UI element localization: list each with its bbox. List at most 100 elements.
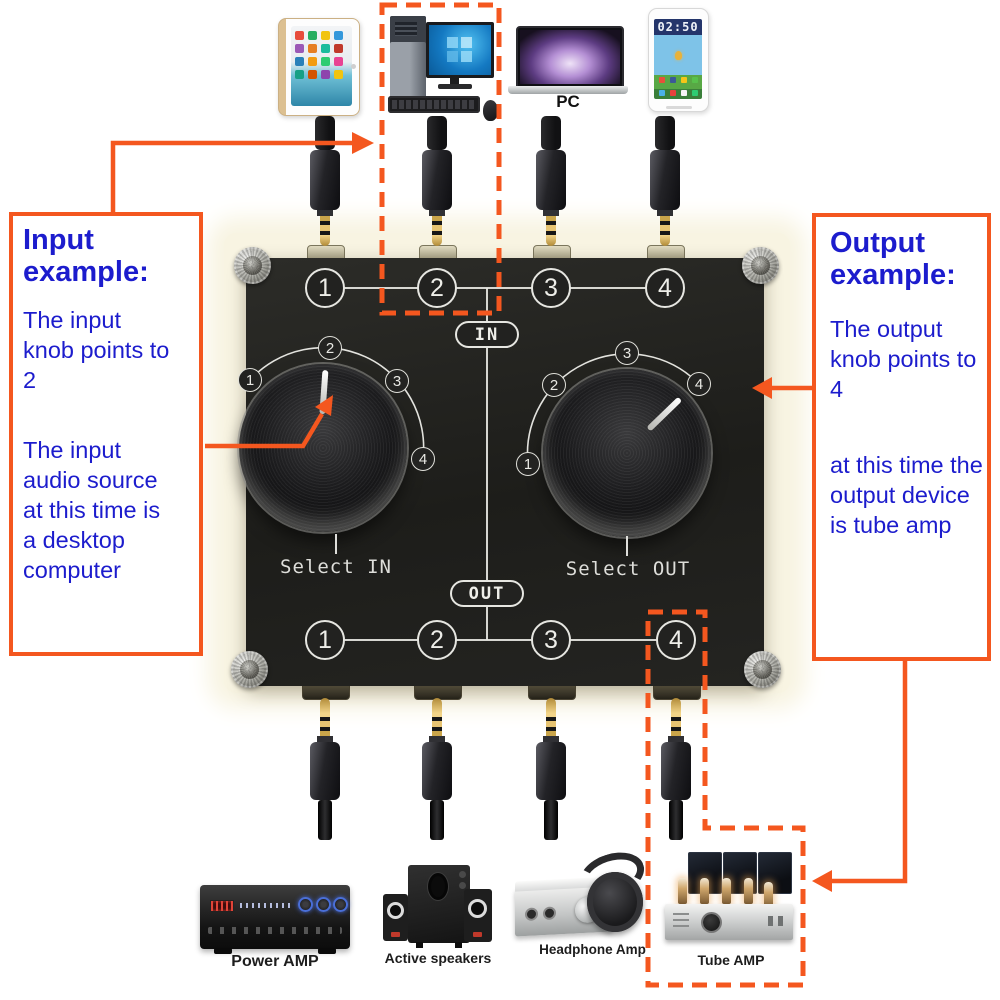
smartphone-image: 02:50 xyxy=(648,8,709,112)
select-out-label: Select OUT xyxy=(565,558,691,580)
active-speakers-label: Active speakers xyxy=(384,950,492,966)
jack-plug-neck xyxy=(317,210,333,216)
jack-plug-neck xyxy=(543,736,559,742)
vacuum-tube xyxy=(678,878,687,904)
active-speakers-image xyxy=(383,862,493,948)
jack-plug-neck xyxy=(657,210,673,216)
vacuum-tube xyxy=(744,878,753,904)
tube-amp-front-text xyxy=(673,913,689,927)
desktop-computer-image xyxy=(388,12,500,121)
jack-plug-boot xyxy=(655,116,675,150)
power-amp-image xyxy=(200,885,350,954)
tube-amp-switches xyxy=(778,916,783,926)
tablet-image xyxy=(278,18,360,116)
smartphone-clock: 02:50 xyxy=(657,20,699,34)
in-knob-pos-3: 3 xyxy=(385,369,409,393)
output-jack-plug-2 xyxy=(422,698,452,840)
headphone-amp-label: Headphone Amp xyxy=(539,942,646,957)
subwoofer-knobs xyxy=(459,871,466,878)
power-amp-foot xyxy=(318,948,336,954)
smartphone-wallpaper-balloon xyxy=(675,51,682,60)
out-pill-label: OUT xyxy=(450,580,524,607)
output-example-title: Output example: xyxy=(830,227,956,292)
smartphone-home-bar xyxy=(666,106,692,109)
jack-plug-tip xyxy=(320,698,330,736)
center-line xyxy=(486,288,488,640)
desktop-monitor xyxy=(426,22,494,78)
input-example-note: Input example: The input knob points to … xyxy=(9,212,203,656)
jack-plug-cable xyxy=(544,800,558,840)
corner-nut-bottom-right xyxy=(744,651,781,688)
select-in-tick xyxy=(335,534,337,554)
jack-plug-cable xyxy=(669,800,683,840)
power-amp-buttons xyxy=(208,927,342,934)
out-port-3: 3 xyxy=(531,620,571,660)
desktop-tower xyxy=(390,16,426,100)
jack-plug-cable xyxy=(318,800,332,840)
jack-plug-tip xyxy=(546,698,556,736)
vacuum-tube xyxy=(722,878,731,904)
headphone-jack-hole xyxy=(545,908,554,918)
input-example-title: Input example: xyxy=(23,224,149,289)
select-out-knob xyxy=(543,369,711,537)
jack-plug-body xyxy=(310,742,340,800)
power-amp-display xyxy=(210,900,234,912)
subwoofer-leg xyxy=(416,942,423,948)
output-jack-plug-1 xyxy=(310,698,340,840)
desktop-mouse xyxy=(483,100,498,121)
power-amp-knob-2 xyxy=(316,897,331,912)
arrow-output-note-to-tube-amp xyxy=(830,661,908,884)
in-knob-pos-2: 2 xyxy=(318,336,342,360)
corner-nut-bottom-left xyxy=(231,651,268,688)
power-amp-label: Power AMP xyxy=(231,953,319,970)
tube-amp-image xyxy=(660,852,800,952)
headphone-jack-hole xyxy=(527,909,536,919)
jack-plug-neck xyxy=(317,736,333,742)
smartphone-app-icons xyxy=(659,77,665,83)
speaker-badge xyxy=(473,932,482,937)
jack-plug-tip xyxy=(320,216,330,246)
output-example-para1: The output knob points to 4 xyxy=(830,315,977,403)
tube-amp-knob xyxy=(703,914,720,931)
tube-amp-label: Tube AMP xyxy=(697,952,765,968)
out-ports-line xyxy=(325,639,676,641)
laptop-base xyxy=(508,86,628,94)
select-in-knob xyxy=(239,364,407,532)
jack-plug-body xyxy=(422,742,452,800)
jack-plug-tip xyxy=(432,698,442,736)
laptop-image xyxy=(508,26,628,106)
input-jack-plug-3 xyxy=(536,116,566,246)
speaker-driver xyxy=(468,899,487,918)
out-port-1: 1 xyxy=(305,620,345,660)
satellite-speaker-left xyxy=(383,894,408,941)
power-amp-knob-3 xyxy=(333,897,348,912)
out-knob-pos-3: 3 xyxy=(615,341,639,365)
input-jack-plug-2 xyxy=(422,116,452,246)
jack-plug-body xyxy=(536,742,566,800)
select-in-label: Select IN xyxy=(280,556,392,578)
jack-plug-tip xyxy=(432,216,442,246)
headphone-amp-image xyxy=(515,844,650,944)
speaker-driver xyxy=(387,902,404,919)
satellite-speaker-right xyxy=(464,889,492,942)
in-knob-pos-1: 1 xyxy=(238,368,262,392)
jack-plug-boot xyxy=(541,116,561,150)
corner-nut-top-left xyxy=(234,247,271,284)
in-knob-indicator xyxy=(319,369,329,415)
jack-plug-tip xyxy=(546,216,556,246)
in-port-2: 2 xyxy=(417,268,457,308)
in-ports-line xyxy=(325,287,665,289)
laptop-wallpaper xyxy=(520,30,620,84)
out-port-2: 2 xyxy=(417,620,457,660)
subwoofer-leg xyxy=(455,942,462,948)
jack-plug-tip xyxy=(671,698,681,736)
jack-plug-body xyxy=(650,150,680,210)
power-amp-foot xyxy=(214,948,232,954)
input-jack-plug-1 xyxy=(310,116,340,246)
laptop-screen xyxy=(516,26,624,88)
out-knob-pos-4: 4 xyxy=(687,372,711,396)
jack-plug-tip xyxy=(660,216,670,246)
tube-amp-chassis xyxy=(665,904,793,940)
desktop-monitor-base xyxy=(438,84,472,89)
